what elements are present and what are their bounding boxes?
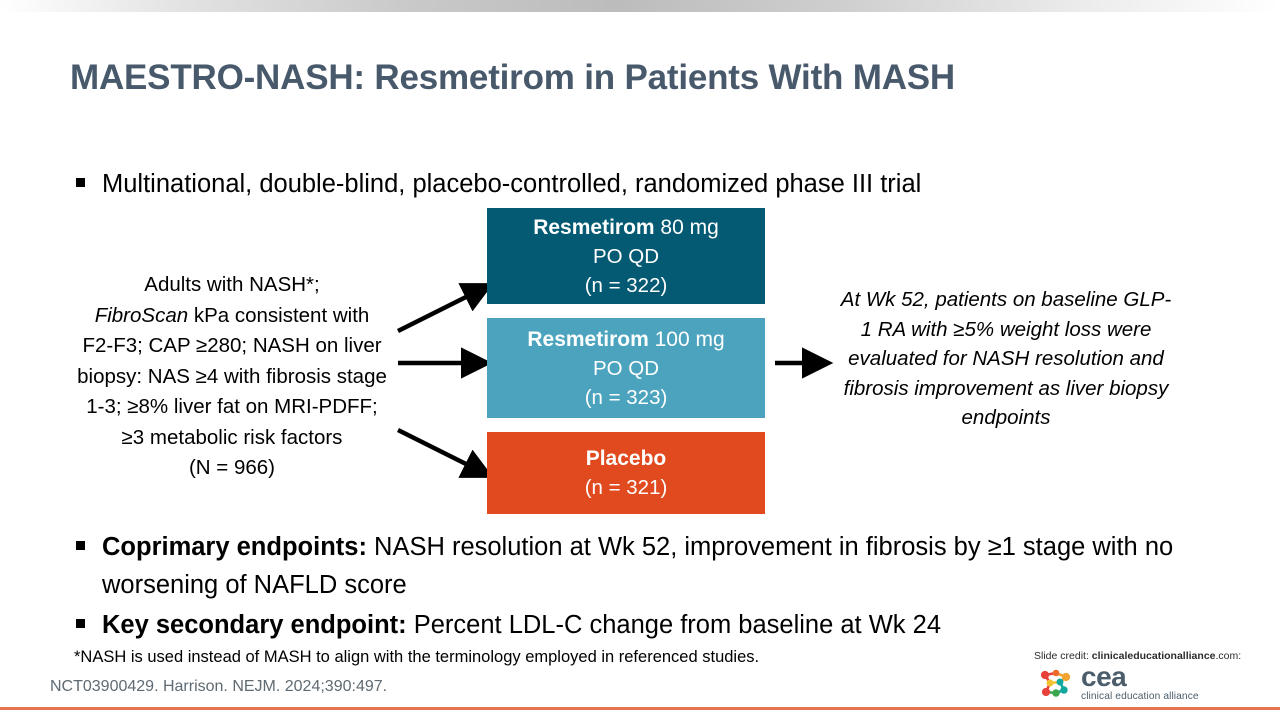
credit-suffix: .com: xyxy=(1215,650,1242,662)
arm-route-resmetirom-80: PO QD xyxy=(592,244,660,268)
outcome-description: At Wk 52, patients on baseline GLP-1 RA … xyxy=(840,288,1172,429)
bullet-secondary-text: Key secondary endpoint: Percent LDL-C ch… xyxy=(102,606,941,644)
bottom-accent-rule xyxy=(0,707,1280,710)
cea-logo-text: cea clinical education alliance xyxy=(1081,663,1199,702)
bullet-coprimary-endpoints: Coprimary endpoints: NASH resolution at … xyxy=(76,528,1186,604)
arm-box-placebo: Placebo (n = 321) xyxy=(487,432,765,514)
arm-n-resmetirom-100: (n = 323) xyxy=(584,385,668,409)
bullet-study-design-text: Multinational, double-blind, placebo-con… xyxy=(102,170,922,198)
credit-prefix: Slide credit: xyxy=(1034,650,1092,662)
arm-drug-name: Resmetirom xyxy=(533,215,655,239)
secondary-label: Key secondary endpoint: xyxy=(102,611,407,639)
cea-logo: cea clinical education alliance xyxy=(1036,663,1199,702)
criteria-line-5: 1-3; ≥8% liver fat on MRI-PDFF; xyxy=(86,395,378,418)
secondary-detail: Percent LDL-C change from baseline at Wk… xyxy=(406,611,941,639)
criteria-line-3: F2-F3; CAP ≥280; NASH on liver xyxy=(82,334,382,357)
arm-route-resmetirom-100: PO QD xyxy=(592,356,660,380)
cea-logo-icon xyxy=(1040,669,1071,697)
arm-box-resmetirom-80: Resmetirom 80 mg PO QD (n = 322) xyxy=(487,208,765,304)
bullet-marker-icon xyxy=(76,541,85,550)
bullet-secondary-endpoint: Key secondary endpoint: Percent LDL-C ch… xyxy=(76,606,1186,644)
coprimary-detail: NASH resolution at Wk 52, improvement in… xyxy=(102,533,1174,599)
bullet-marker-icon xyxy=(76,619,85,628)
arrow-to-outcome-icon xyxy=(775,347,834,379)
criteria-line-6: ≥3 metabolic risk factors xyxy=(121,425,343,449)
arrow-to-resmetirom-100-icon xyxy=(398,347,493,379)
arm-dose: 80 mg xyxy=(654,215,719,239)
cea-logo-name: cea xyxy=(1081,661,1127,692)
arm-box-resmetirom-100: Resmetirom 100 mg PO QD (n = 323) xyxy=(487,318,765,418)
bullet-marker-icon xyxy=(76,178,85,187)
arm-title-resmetirom-100: Resmetirom 100 mg xyxy=(487,325,765,354)
arm-n-placebo: (n = 321) xyxy=(584,476,668,499)
arm-title-resmetirom-80: Resmetirom 80 mg xyxy=(487,213,765,242)
coprimary-label: Coprimary endpoints: xyxy=(102,533,367,561)
arm-drug-name: Placebo xyxy=(585,447,667,470)
criteria-total-n: (N = 966) xyxy=(188,456,276,479)
criteria-fibroscan-italic: FibroScan xyxy=(94,303,189,327)
criteria-line-2-rest: kPa consistent with xyxy=(188,303,370,327)
arm-n-resmetirom-80: (n = 322) xyxy=(584,273,668,297)
criteria-line-1: Adults with NASH*; xyxy=(144,273,320,296)
criteria-line-4: biopsy: NAS ≥4 with fibrosis stage xyxy=(77,364,387,388)
arrow-to-resmetirom-80-icon xyxy=(396,283,494,334)
footnote: *NASH is used instead of MASH to align w… xyxy=(74,648,760,666)
arm-dose: 100 mg xyxy=(648,327,725,351)
page-title: MAESTRO-NASH: Resmetirom in Patients Wit… xyxy=(70,58,955,97)
slide-credit: Slide credit: clinicaleducationalliance.… xyxy=(1034,650,1241,662)
arrow-to-placebo-icon xyxy=(396,427,494,478)
arm-drug-name: Resmetirom xyxy=(527,327,649,351)
bullet-study-design: Multinational, double-blind, placebo-con… xyxy=(76,165,1206,203)
credit-domain: clinicaleducationalliance xyxy=(1091,650,1216,662)
top-decorative-bar xyxy=(0,0,1280,12)
inclusion-criteria-block: Adults with NASH*; FibroScan kPa consist… xyxy=(62,270,402,484)
citation: NCT03900429. Harrison. NEJM. 2024;390:49… xyxy=(50,678,388,695)
arm-title-placebo: Placebo xyxy=(487,444,765,473)
cea-logo-tagline: clinical education alliance xyxy=(1081,691,1199,702)
bullet-coprimary-text: Coprimary endpoints: NASH resolution at … xyxy=(102,528,1186,604)
